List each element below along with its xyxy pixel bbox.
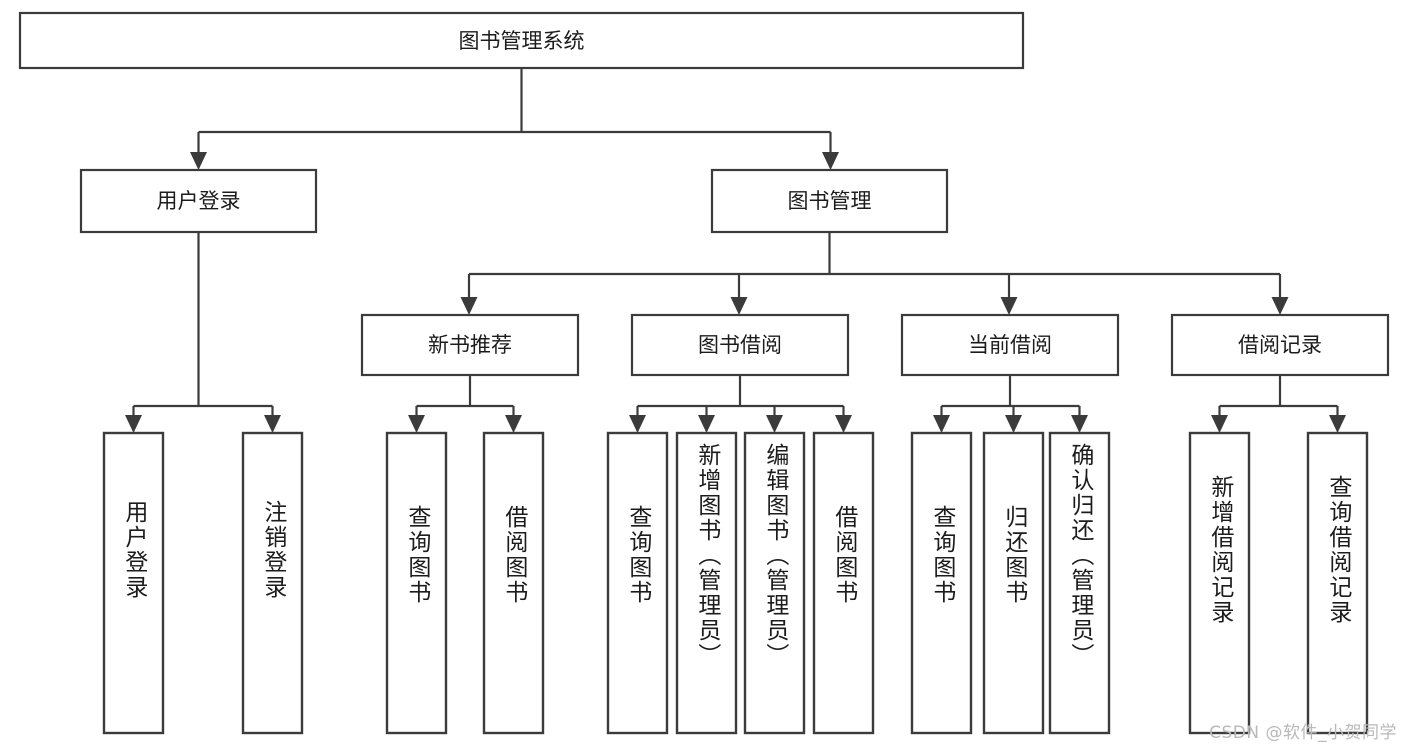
connector-bookmanage-to-level2: [460, 232, 1289, 315]
arrowhead-nb-borrow: [505, 415, 522, 433]
user-login-label: 用户登录: [157, 189, 241, 213]
leaf-box-cb-return-book[interactable]: [982, 431, 1045, 735]
borrow-records-label: 借阅记录: [1238, 333, 1322, 357]
node-borrow-records[interactable]: 借阅记录: [1170, 313, 1390, 377]
arrowhead-cb-return: [1005, 415, 1022, 433]
book-borrow-box[interactable]: [630, 313, 850, 377]
leaf-box-nb-borrow-book[interactable]: [482, 431, 545, 735]
node-new-book-recommend[interactable]: 新书推荐: [360, 313, 580, 377]
node-book-borrow[interactable]: 图书借阅: [630, 313, 850, 377]
node-current-borrow[interactable]: 当前借阅: [900, 313, 1120, 377]
arrowhead-bb-edit: [766, 415, 783, 433]
leaf-box-bb-edit-book[interactable]: [743, 431, 806, 735]
borrow-records-box[interactable]: [1170, 313, 1390, 377]
root-box[interactable]: [18, 11, 1025, 70]
new-book-recommend-box[interactable]: [360, 313, 580, 377]
arrowhead-rec-query: [1329, 415, 1346, 433]
arrowhead-borrow: [730, 297, 748, 315]
book-management-box[interactable]: [710, 168, 949, 234]
arrowhead-leaf-user-login: [125, 415, 142, 433]
arrowhead-records: [1271, 297, 1289, 315]
book-borrow-label: 图书借阅: [698, 333, 782, 357]
leaf-box-bb-query-book[interactable]: [606, 431, 669, 735]
csdn-watermark: CSDN @软件_小贺同学: [1209, 723, 1397, 743]
connector-newbook-to-leaves: [408, 375, 522, 433]
arrowhead-nb-query: [408, 415, 425, 433]
arrowhead-user-login: [190, 152, 207, 170]
connector-records-to-leaves: [1211, 375, 1346, 433]
arrowhead-new-book: [460, 297, 478, 315]
arrowhead-current: [1000, 297, 1018, 315]
root-label: 图书管理系统: [459, 29, 585, 53]
connector-currentborrow-to-leaves: [933, 375, 1088, 433]
connector-bookborrow-to-leaves: [629, 375, 852, 433]
arrowhead-book-manage: [822, 152, 839, 170]
leaf-box-cb-query-book[interactable]: [910, 431, 973, 735]
leaf-box-nb-query-book[interactable]: [385, 431, 448, 735]
node-book-management[interactable]: 图书管理: [710, 168, 949, 234]
leaf-box-rec-query-record[interactable]: [1306, 431, 1369, 735]
connector-root-to-level1: [190, 68, 839, 170]
arrowhead-leaf-logout: [264, 415, 281, 433]
node-user-login[interactable]: 用户登录: [79, 168, 318, 234]
arrowhead-bb-borrow: [835, 415, 852, 433]
current-borrow-label: 当前借阅: [968, 333, 1052, 357]
leaf-box-cb-confirm-return[interactable]: [1048, 431, 1111, 735]
book-management-label: 图书管理: [788, 189, 872, 213]
current-borrow-box[interactable]: [900, 313, 1120, 377]
arrowhead-cb-query: [933, 415, 950, 433]
leaf-box-logout[interactable]: [241, 431, 304, 735]
leaf-box-user-login[interactable]: [102, 431, 165, 735]
leaf-box-bb-borrow-book[interactable]: [812, 431, 875, 735]
arrowhead-bb-query: [629, 415, 646, 433]
new-book-recommend-label: 新书推荐: [428, 333, 512, 357]
arrowhead-bb-add: [698, 415, 715, 433]
node-root[interactable]: 图书管理系统: [18, 11, 1025, 70]
arrowhead-rec-add: [1211, 415, 1228, 433]
arrowhead-cb-confirm: [1071, 415, 1088, 433]
connector-userlogin-to-leaves: [125, 232, 281, 433]
leaf-box-bb-add-book[interactable]: [675, 431, 738, 735]
leaf-box-rec-add-record[interactable]: [1188, 431, 1251, 735]
